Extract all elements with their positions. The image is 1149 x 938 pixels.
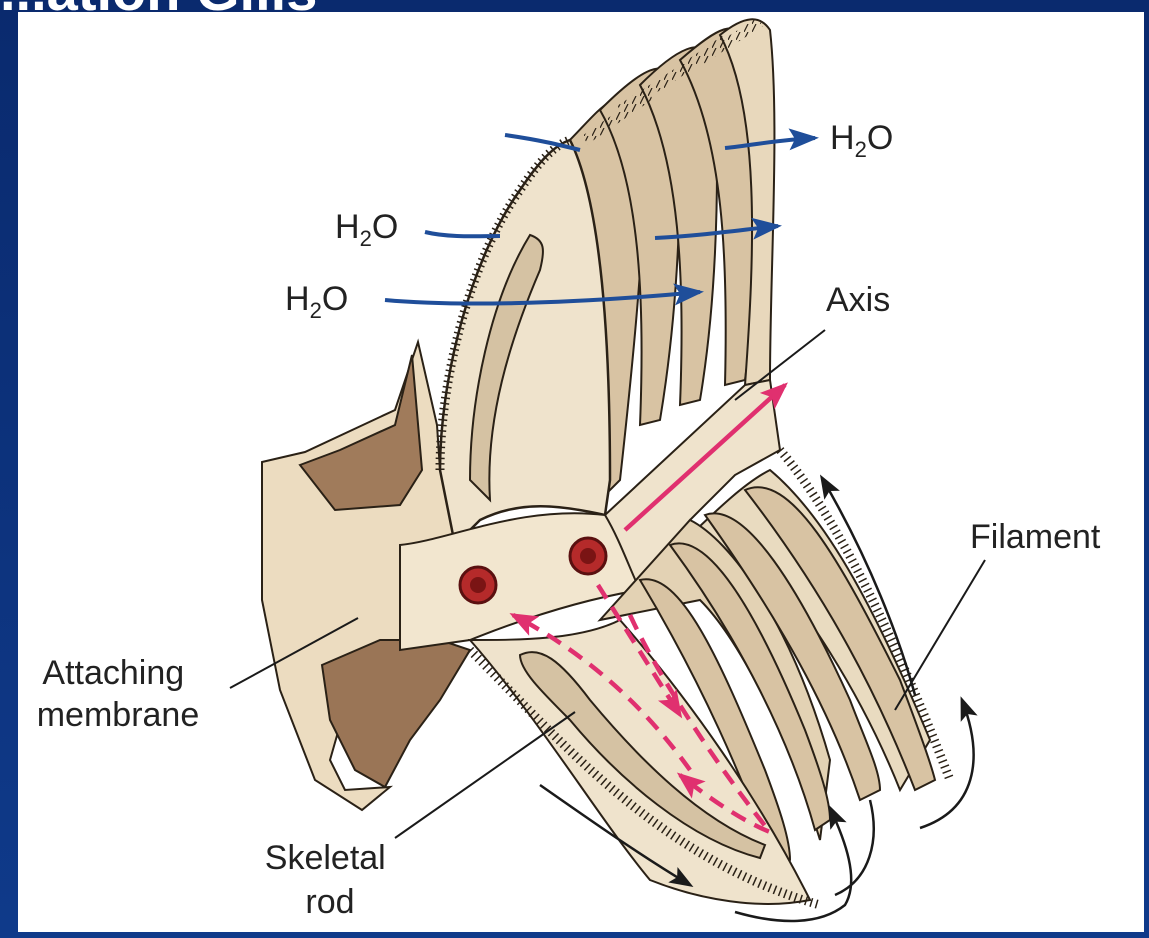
leader-filament [895,560,985,710]
label-attaching-line2: membrane [37,696,200,734]
label-attaching-line1: Attaching [42,654,184,692]
label-skeletal-rod: Skeletal rod [265,839,395,921]
label-skeletal-line1: Skeletal [265,839,386,877]
leader-skeletal-rod [395,712,575,838]
label-attaching-membrane: Attaching membrane [37,654,200,734]
label-axis: Axis [826,281,890,319]
label-filament: Filament [970,518,1101,556]
water-arrow-mid [425,232,500,236]
arch-cavity-lower [322,640,470,787]
label-skeletal-line2: rod [305,883,354,921]
